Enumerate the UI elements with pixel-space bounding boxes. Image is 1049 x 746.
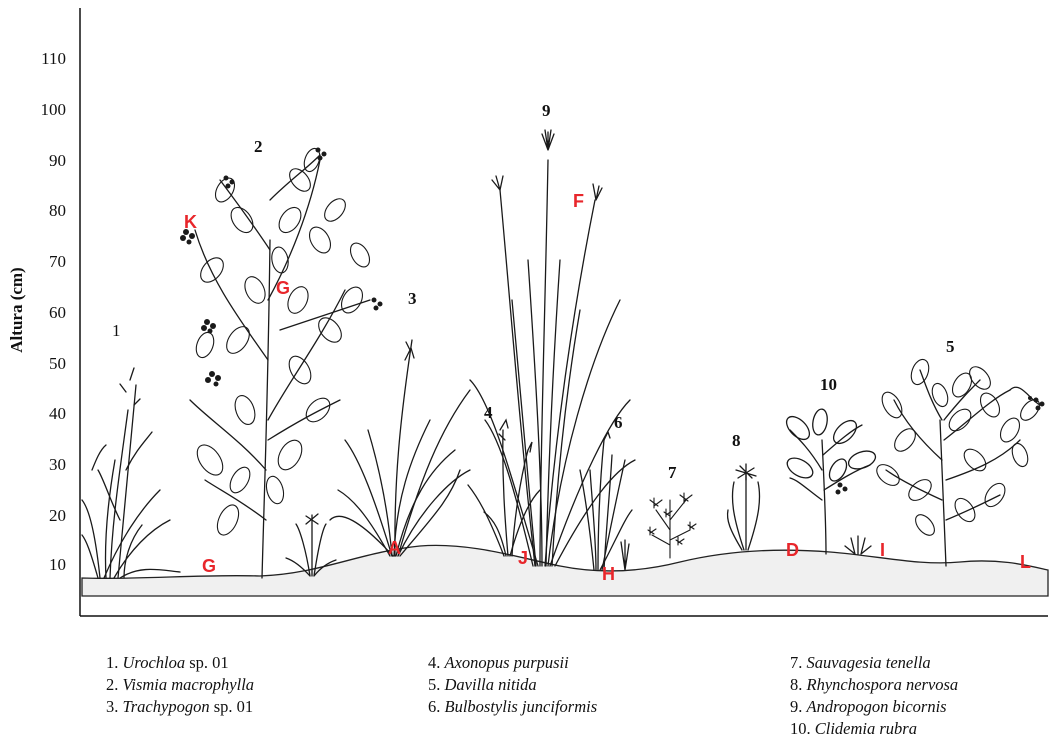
y-tick: 50 — [49, 354, 66, 373]
y-tick: 90 — [49, 151, 66, 170]
plant-bulbostylis — [580, 432, 632, 570]
plant-urochloa — [82, 368, 180, 578]
legend-item: 2. Vismia macrophylla — [106, 674, 254, 696]
plant-number-8: 8 — [732, 431, 741, 450]
y-tick: 40 — [49, 404, 66, 423]
y-tick-labels: 10 20 30 40 50 60 70 80 90 100 110 — [41, 49, 67, 574]
plant-number-4: 4 — [484, 403, 493, 422]
legend-item: 3. Trachypogon sp. 01 — [106, 696, 254, 718]
legend-item: 6. Bulbostylis junciformis — [428, 696, 597, 718]
legend-item: 7. Sauvagesia tenella — [790, 652, 958, 674]
plant-sauvagesia-tenella — [648, 493, 696, 558]
plant-davilla-nitida — [886, 370, 1040, 566]
y-tick: 70 — [49, 252, 66, 271]
plant-number-labels: 1 2 3 4 5 6 7 8 9 10 — [112, 101, 955, 482]
plant-clidemia-fruits — [836, 483, 848, 495]
plant-number-7: 7 — [668, 463, 677, 482]
y-tick: 20 — [49, 506, 66, 525]
y-tick: 10 — [49, 555, 66, 574]
ground-surface — [82, 545, 1048, 596]
site-label-l: L — [1020, 552, 1031, 572]
plant-vismia-leaves — [192, 146, 373, 538]
plant-vismia-flower-clusters — [180, 148, 383, 387]
legend-item: 5. Davilla nitida — [428, 674, 597, 696]
plant-number-6: 6 — [614, 413, 623, 432]
plant-number-3: 3 — [408, 289, 417, 308]
site-label-j: J — [518, 548, 528, 568]
plant-clidemia-rubra — [782, 408, 877, 554]
plant-davilla-leaves — [873, 357, 1043, 539]
legend-column-2: 4. Axonopus purpusii 5. Davilla nitida 6… — [428, 652, 597, 718]
legend-item: 10. Clidemia rubra — [790, 718, 958, 740]
y-tick: 110 — [41, 49, 66, 68]
y-tick: 30 — [49, 455, 66, 474]
legend-item: 8. Rhynchospora nervosa — [790, 674, 958, 696]
legend-column-1: 1. Urochloa sp. 01 2. Vismia macrophylla… — [106, 652, 254, 718]
site-label-g-lower: G — [202, 556, 216, 576]
legend-item: 1. Urochloa sp. 01 — [106, 652, 254, 674]
plant-number-10: 10 — [820, 375, 837, 394]
site-label-f: F — [573, 191, 584, 211]
site-label-h: H — [602, 564, 615, 584]
site-label-g-upper: G — [276, 278, 290, 298]
plant-andropogon-bicornis — [470, 130, 635, 566]
plant-number-2: 2 — [254, 137, 263, 156]
site-label-d: D — [786, 540, 799, 560]
plant-trachypogon — [330, 340, 470, 556]
legend-item: 9. Andropogon bicornis — [790, 696, 958, 718]
legend-column-3: 7. Sauvagesia tenella 8. Rhynchospora ne… — [790, 652, 958, 740]
y-axis-label: Altura (cm) — [7, 267, 26, 352]
y-tick: 60 — [49, 303, 66, 322]
plant-number-5: 5 — [946, 337, 955, 356]
plant-number-9: 9 — [542, 101, 551, 120]
y-tick: 100 — [41, 100, 67, 119]
legend-item: 4. Axonopus purpusii — [428, 652, 597, 674]
site-label-i: I — [880, 540, 885, 560]
y-tick: 80 — [49, 201, 66, 220]
plant-rhynchospora-nervosa — [728, 464, 760, 550]
site-label-a: A — [388, 538, 401, 558]
site-label-k: K — [184, 212, 197, 232]
plant-number-1: 1 — [112, 321, 121, 340]
